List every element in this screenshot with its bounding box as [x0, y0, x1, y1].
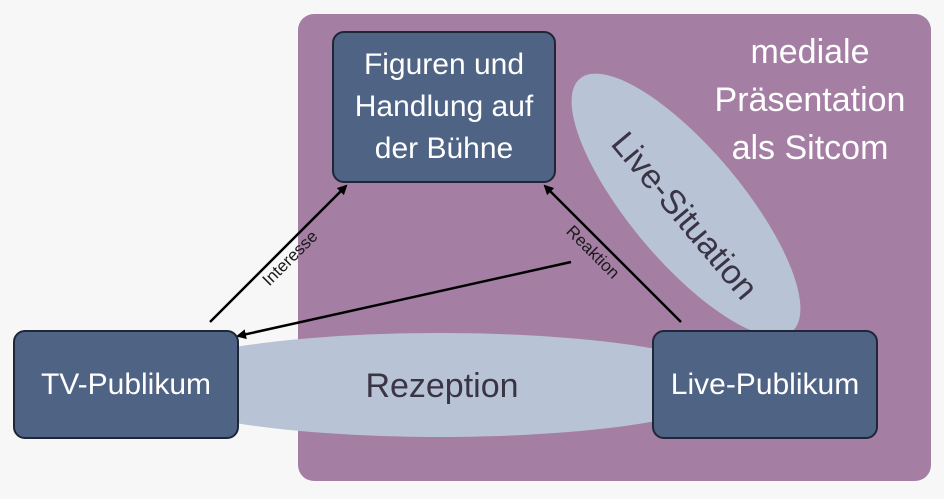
tv-audience-label: TV-Publikum — [40, 367, 212, 401]
reception-ellipse — [140, 333, 740, 437]
reaction-label: Reaktion — [562, 222, 623, 283]
diagram-title: mediale Präsentation als Sitcom — [714, 33, 906, 167]
live-audience-label: Live-Publikum — [670, 367, 860, 401]
live-audience-node: Live-Publikum — [652, 330, 878, 439]
reaction-arrow-to-stage — [543, 184, 682, 323]
interest-arrow — [209, 184, 348, 323]
stage-node: Figuren und Handlung auf der Bühne — [332, 31, 556, 183]
reaction-arrow-to-tv — [236, 260, 572, 340]
stage-node-label: Figuren und Handlung auf der Bühne — [354, 48, 534, 165]
live-situation-ellipse — [571, 73, 801, 337]
tv-audience-node: TV-Publikum — [13, 330, 239, 439]
reception-label: Rezeption — [365, 367, 518, 405]
interest-label: Interesse — [259, 227, 322, 290]
